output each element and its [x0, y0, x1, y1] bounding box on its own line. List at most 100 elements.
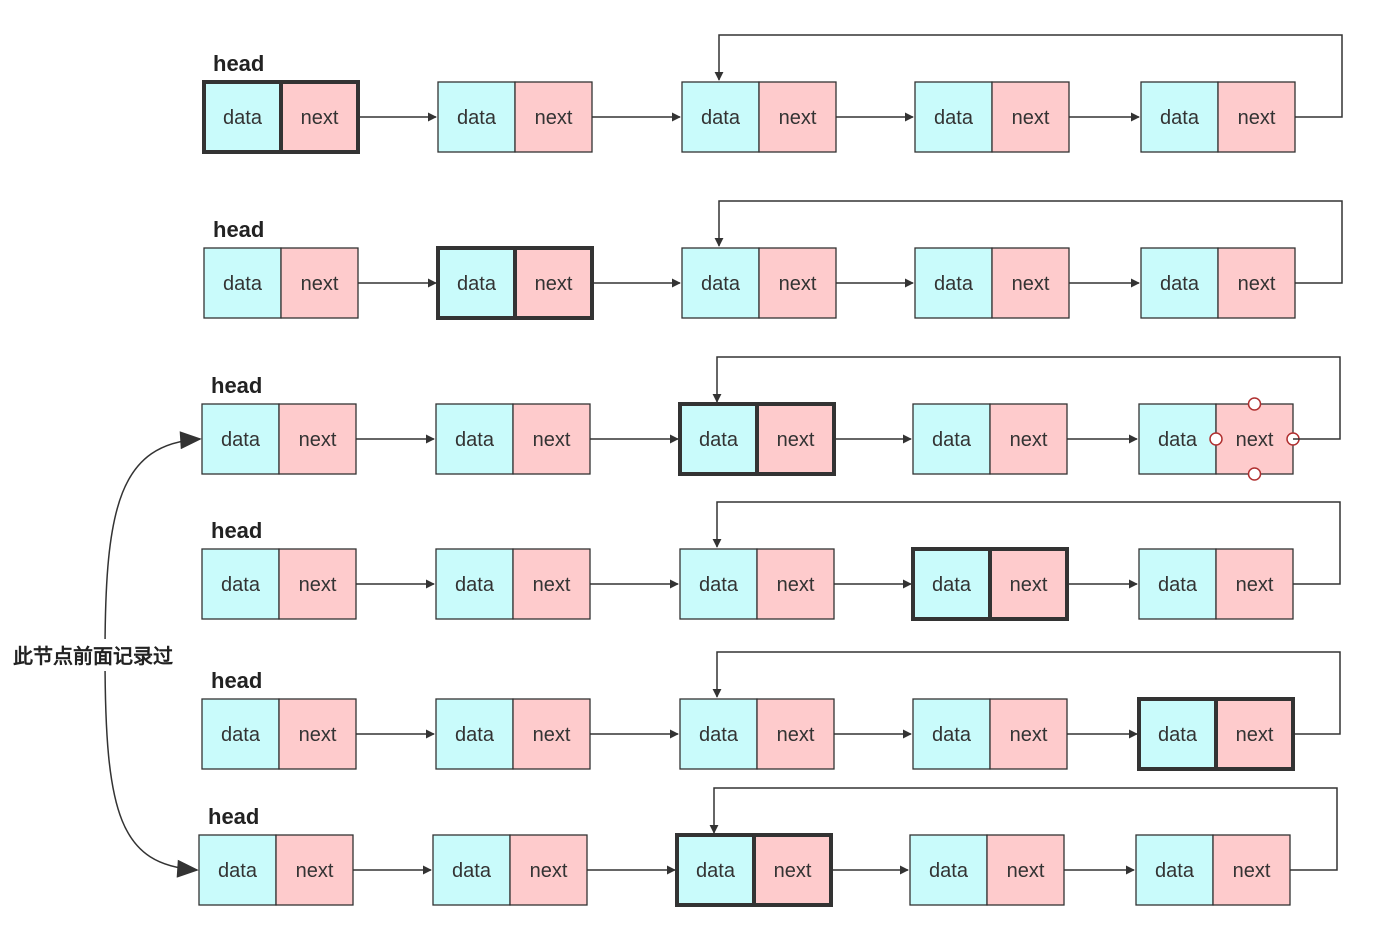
next-cell — [275, 834, 354, 906]
data-cell — [198, 834, 277, 906]
next-cell — [279, 80, 360, 154]
data-cell — [201, 403, 280, 475]
data-label: data — [929, 860, 969, 882]
list-rows: head data next data next data next data next data… — [198, 34, 1343, 907]
data-label: data — [699, 574, 739, 596]
data-label: data — [699, 429, 739, 451]
data-cell — [202, 80, 283, 154]
data-label: data — [1158, 724, 1198, 746]
selection-handle[interactable] — [1209, 432, 1223, 446]
next-cell — [512, 698, 591, 770]
cycle-back-link-arrow — [712, 651, 1341, 735]
data-label: data — [218, 860, 258, 882]
revisit-annotation: 此节点前面记录过 — [8, 431, 208, 878]
cycle-back-link-arrow — [714, 34, 1343, 118]
data-label: data — [455, 429, 495, 451]
next-label: next — [774, 860, 812, 882]
next-cell — [752, 833, 833, 907]
revisit-note: 此节点前面记录过 — [13, 644, 173, 668]
next-cell — [758, 247, 837, 319]
next-cell — [512, 548, 591, 620]
next-cell — [278, 698, 357, 770]
data-cell — [911, 547, 992, 621]
data-cell — [435, 403, 514, 475]
next-cell — [278, 548, 357, 620]
data-cell — [201, 548, 280, 620]
list-node-1: data next — [201, 698, 357, 770]
next-cell — [989, 698, 1068, 770]
head-label: head — [211, 668, 262, 693]
next-label: next — [1238, 107, 1276, 129]
data-label: data — [1155, 860, 1195, 882]
next-cell — [758, 81, 837, 153]
next-label: next — [535, 107, 573, 129]
next-label: next — [299, 429, 337, 451]
next-label: next — [301, 107, 339, 129]
data-label: data — [221, 429, 261, 451]
cycle-back-link-arrow — [709, 787, 1338, 871]
next-label: next — [1007, 860, 1045, 882]
next-cell — [989, 403, 1068, 475]
data-cell — [201, 698, 280, 770]
head-label: head — [213, 51, 264, 76]
next-cell — [1212, 834, 1291, 906]
data-cell — [912, 698, 991, 770]
data-label: data — [701, 107, 741, 129]
cycle-back-link-arrow — [712, 501, 1341, 585]
next-label: next — [535, 273, 573, 295]
next-label: next — [1238, 273, 1276, 295]
selection-handle[interactable] — [1247, 397, 1262, 411]
list-node-2: data next — [435, 698, 591, 770]
data-label: data — [696, 860, 736, 882]
list-node-3: data next — [675, 833, 833, 907]
data-label: data — [455, 724, 495, 746]
data-label: data — [934, 107, 974, 129]
cycle-back-link-arrow — [714, 200, 1343, 284]
selection-handle[interactable] — [1247, 467, 1262, 481]
data-label: data — [221, 724, 261, 746]
data-cell — [909, 834, 988, 906]
next-label: next — [779, 273, 817, 295]
next-label: next — [1236, 724, 1274, 746]
next-label: next — [777, 724, 815, 746]
data-label: data — [452, 860, 492, 882]
next-label: next — [1236, 574, 1274, 596]
next-label: next — [1010, 429, 1048, 451]
head-label: head — [208, 804, 259, 829]
next-cell — [1217, 81, 1296, 153]
data-cell — [1140, 81, 1219, 153]
data-label: data — [932, 574, 972, 596]
data-cell — [675, 833, 756, 907]
next-cell — [756, 548, 835, 620]
next-label: next — [533, 724, 571, 746]
next-label: next — [1236, 429, 1274, 451]
next-label: next — [299, 724, 337, 746]
next-cell — [509, 834, 588, 906]
next-label: next — [1012, 273, 1050, 295]
next-cell — [513, 246, 594, 320]
data-cell — [1138, 403, 1217, 475]
